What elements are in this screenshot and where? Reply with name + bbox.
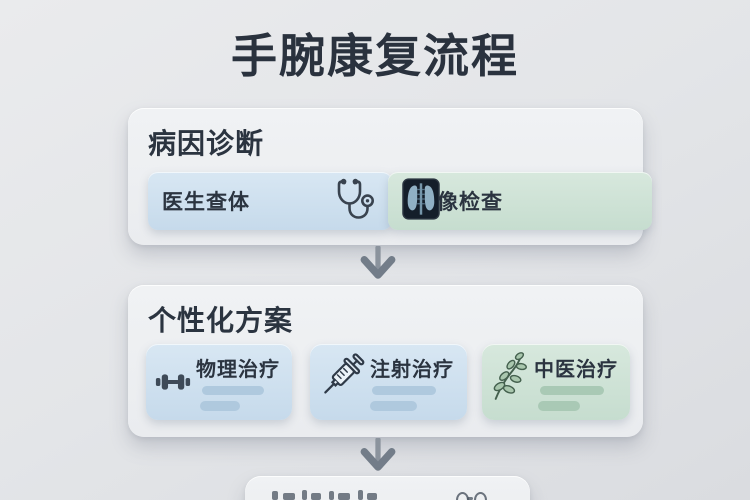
skeleton-line [540, 386, 604, 395]
stethoscope-icon [332, 175, 380, 228]
cropped-text-fragment [338, 493, 350, 500]
syringe-icon [312, 348, 370, 415]
skeleton-line [538, 401, 580, 411]
step-heading-plan: 个性化方案 [148, 305, 294, 336]
cropped-text-fragment [311, 493, 321, 500]
flow-arrow-down-icon [358, 436, 398, 476]
skeleton-line [372, 386, 436, 395]
skeleton-line [200, 401, 240, 411]
cropped-text-fragment [283, 493, 295, 500]
cropped-text-fragment [302, 490, 307, 500]
item-label: 中医治疗 [534, 359, 618, 381]
skeleton-line [370, 401, 417, 411]
cropped-text-fragment [367, 493, 377, 500]
cropped-text-fragment [358, 490, 363, 500]
step-heading-diagnosis: 病因诊断 [148, 128, 265, 159]
step-card-partial [245, 476, 530, 500]
item-injection-therapy: 注射治疗 [310, 344, 467, 420]
item-label: 物理治疗 [196, 359, 280, 381]
skeleton-line [202, 386, 264, 395]
item-doctor-exam: 医生查体 [148, 172, 392, 230]
dumbbell-icon [155, 371, 191, 398]
cropped-text-fragment [272, 491, 278, 500]
item-tcm-therapy: 中医治疗 [482, 344, 630, 420]
item-physical-therapy: 物理治疗 [146, 344, 292, 420]
cropped-icon-fragment [474, 492, 487, 500]
step-card-plan: 个性化方案 物理治疗 [128, 285, 643, 437]
xray-icon [402, 177, 440, 226]
cropped-icon-fragment [456, 492, 469, 500]
item-imaging-exam: 影像检查 [388, 172, 652, 230]
cropped-icon-fragment [467, 497, 473, 500]
step-card-diagnosis: 病因诊断 医生查体 [128, 108, 652, 245]
page-title: 手腕康复流程 [231, 30, 519, 82]
cropped-text-fragment [329, 491, 334, 500]
flow-arrow-down-icon [358, 244, 398, 284]
item-label: 医生查体 [162, 191, 250, 214]
herb-icon [490, 351, 528, 408]
item-label: 注射治疗 [370, 359, 454, 381]
